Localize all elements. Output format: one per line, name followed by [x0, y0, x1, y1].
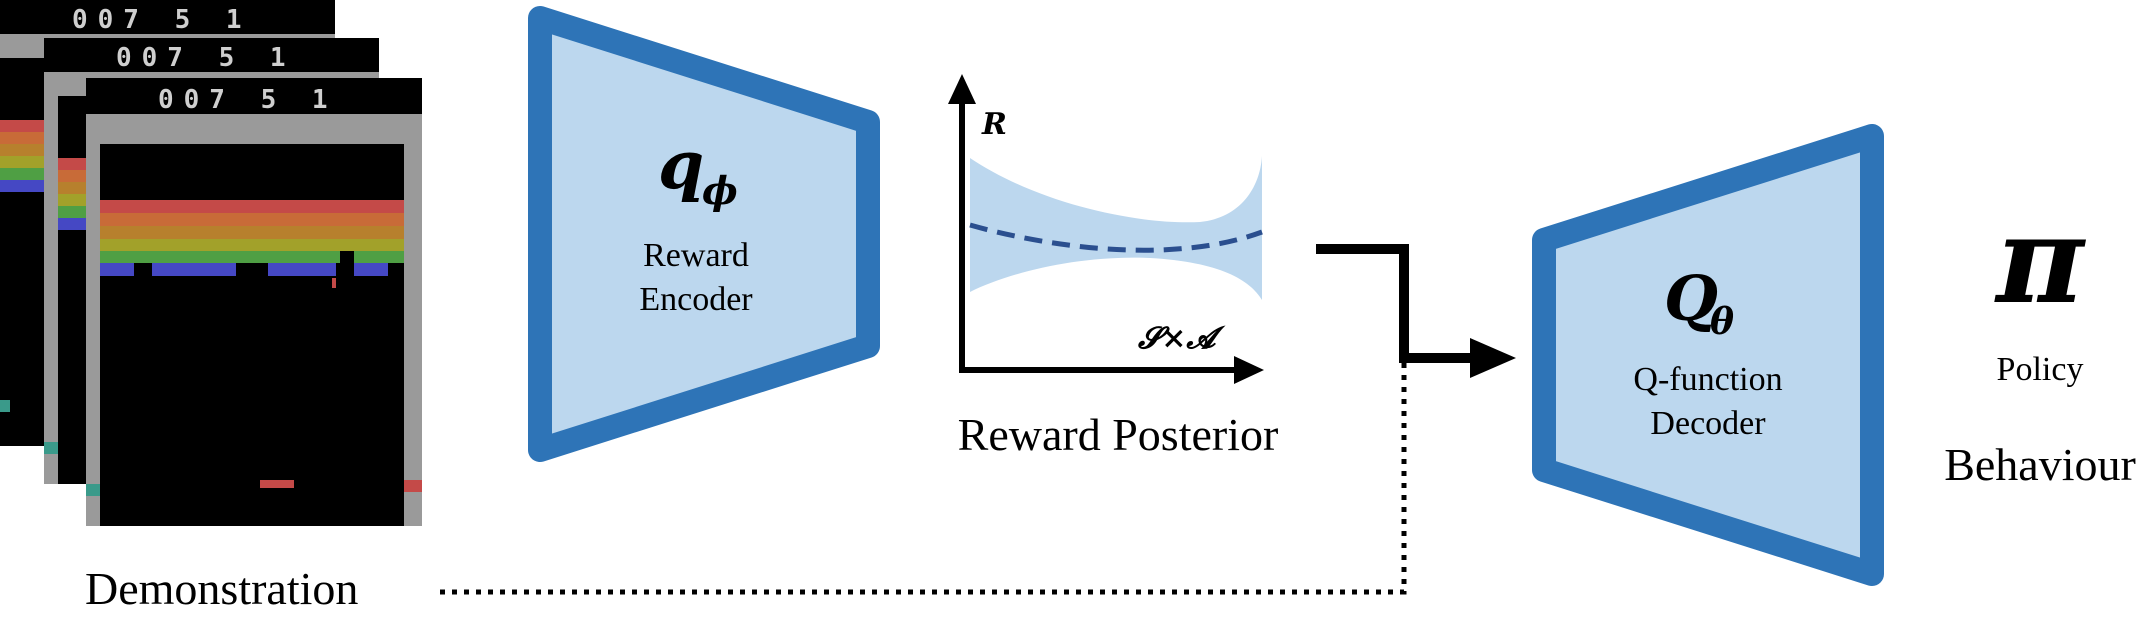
frame-front-brick-blue-4 — [354, 263, 388, 276]
q-decoder-shape — [1532, 124, 1884, 586]
frame-front-scorebar — [86, 78, 422, 114]
frame-front-brick-blue-3 — [268, 263, 336, 276]
posterior-x-arrowhead — [1234, 356, 1264, 384]
encoder-label-line1: Reward — [643, 237, 749, 274]
posterior-uncertainty-band — [970, 156, 1262, 300]
frame-front-brick-yellow — [100, 239, 404, 251]
frame-back-teal-marker — [0, 400, 10, 412]
demonstration-to-decoder-dotted — [440, 362, 1407, 595]
posterior-y-arrowhead — [948, 74, 976, 104]
q-function-decoder: Q θ Q-function Decoder — [1532, 124, 1884, 586]
frame-front-brick-green-right — [354, 251, 404, 263]
frame-front-brick-amber — [100, 226, 404, 239]
reward-encoder-shape — [528, 6, 880, 462]
reward-posterior-plot: R 𝓢×𝓐 — [948, 74, 1264, 384]
policy-block: π Policy Behaviour — [1944, 190, 2136, 490]
reward-posterior-label: Reward Posterior — [958, 409, 1279, 460]
encoder-symbol-q: q — [658, 126, 704, 204]
frame-front-brick-blue-1 — [100, 263, 134, 276]
reward-encoder: q ϕ Reward Encoder — [528, 6, 880, 462]
demonstration-frames: 007 5 1 007 5 1 — [0, 0, 422, 526]
policy-pi-symbol: π — [1994, 190, 2086, 331]
policy-label: Policy — [1997, 351, 2084, 388]
posterior-mean-curve — [969, 222, 1263, 253]
atari-frame-front: 007 5 1 — [86, 78, 422, 526]
frame-front-brick-red — [100, 200, 404, 213]
demonstration-label: Demonstration — [85, 563, 358, 614]
posterior-y-label: R — [981, 107, 1007, 142]
frame-front-brick-blue-2 — [152, 263, 236, 276]
decoder-label-line2: Decoder — [1650, 405, 1766, 442]
frame-mid-teal-marker — [44, 442, 58, 454]
frame-front-ball — [332, 278, 336, 288]
frame-mid-scorebar — [44, 38, 379, 72]
frame-back-scorebar — [0, 0, 335, 34]
encoder-symbol-phi: ϕ — [702, 168, 738, 213]
decoder-symbol-q: Q — [1664, 262, 1718, 335]
posterior-x-label: 𝓢×𝓐 — [1137, 321, 1226, 356]
decoder-label-line1: Q-function — [1633, 361, 1782, 398]
frame-mid-score: 007 5 1 — [116, 43, 296, 73]
encoder-label-line2: Encoder — [639, 281, 753, 318]
frame-front-brick-orange — [100, 213, 404, 226]
behaviour-label: Behaviour — [1944, 439, 2136, 490]
frame-front-brick-green-left — [100, 251, 340, 263]
posterior-to-decoder-arrow — [1316, 244, 1470, 363]
decoder-symbol-theta: θ — [1710, 301, 1734, 343]
frame-back-score: 007 5 1 — [72, 5, 252, 35]
frame-front-score: 007 5 1 — [158, 85, 338, 115]
connector-arrows — [440, 244, 1516, 595]
frame-front-right-marker — [404, 480, 422, 492]
frame-front-teal-marker — [86, 484, 100, 496]
frame-front-paddle — [260, 480, 294, 488]
posterior-to-decoder-arrowhead — [1470, 338, 1516, 378]
